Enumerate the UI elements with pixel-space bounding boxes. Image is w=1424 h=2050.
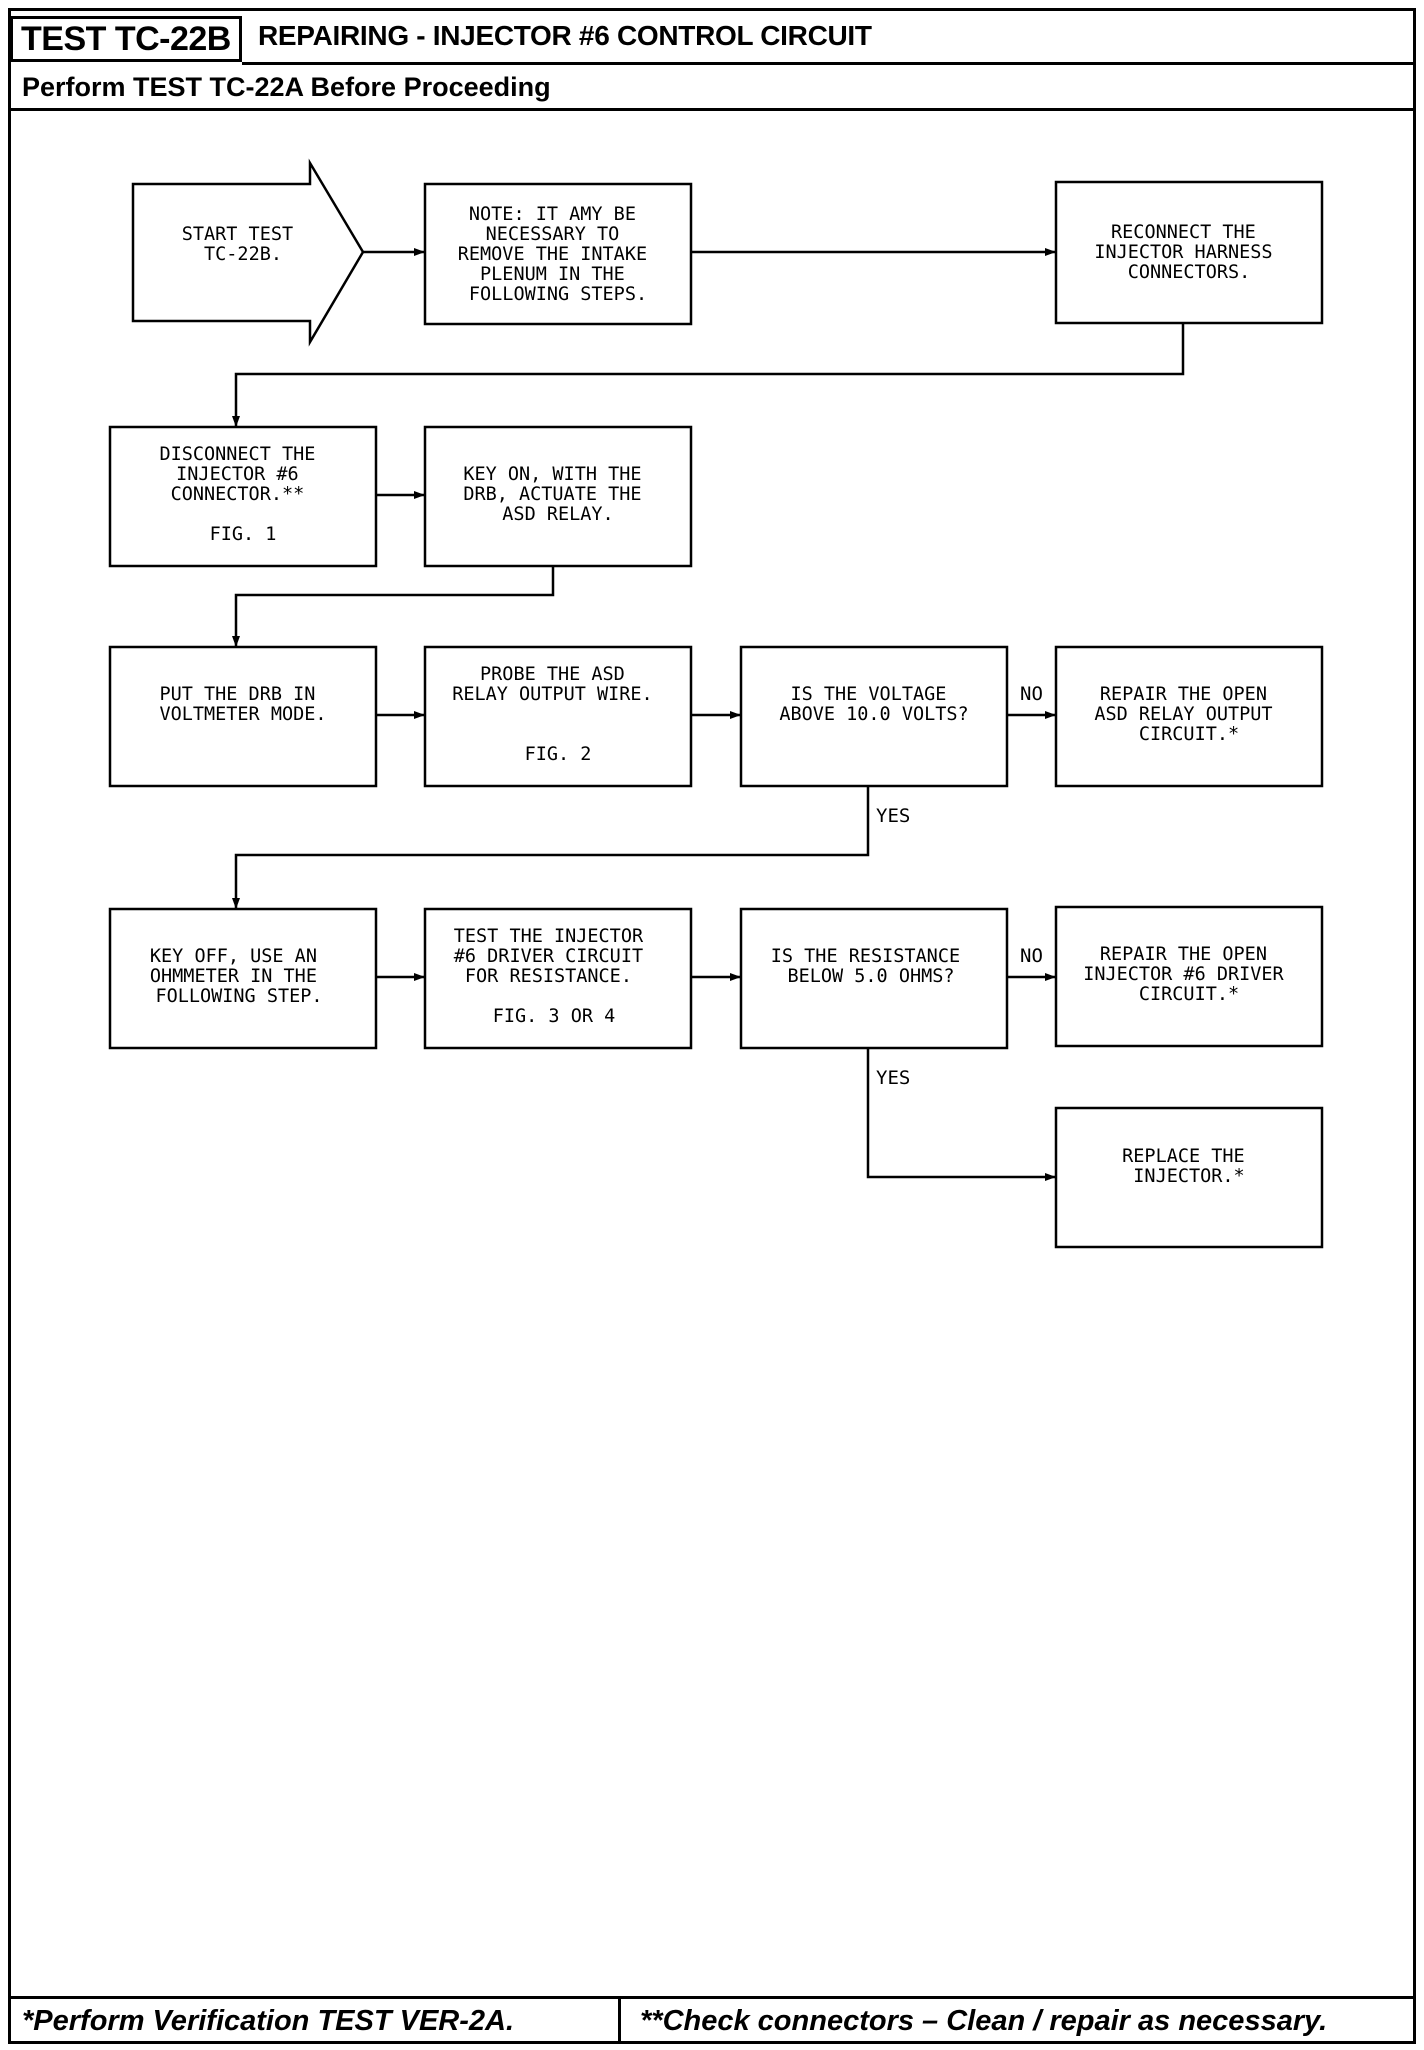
footnote-verification: *Perform Verification TEST VER-2A.	[22, 2005, 515, 2037]
page-title: REPAIRING - INJECTOR #6 CONTROL CIRCUIT	[258, 20, 872, 51]
label-yes-voltage: YES	[876, 805, 910, 827]
page-subtitle: Perform TEST TC-22A Before Proceeding	[22, 72, 551, 102]
label-no-voltage: NO	[1020, 683, 1043, 705]
title-divider	[242, 62, 1416, 65]
disconnect-text: DISCONNECT THE INJECTOR #6 CONNECTOR.** …	[159, 444, 326, 545]
connector-resistance-yes	[866, 1048, 1056, 1181]
key-on-box	[423, 425, 693, 568]
repair-asd-box	[1054, 645, 1324, 788]
footnote-connectors: **Check connectors – Clean / repair as n…	[640, 2005, 1328, 2037]
label-yes-resistance: YES	[876, 1067, 910, 1089]
header-divider	[8, 108, 1416, 111]
voltage-question-text: IS THE VOLTAGE ABOVE 10.0 VOLTS?	[779, 684, 968, 725]
connector-reconnect-disconnect	[232, 323, 1185, 427]
repair-asd-text: REPAIR THE OPEN ASD RELAY OUTPUT CIRCUIT…	[1094, 684, 1283, 745]
page-border	[8, 8, 1416, 2044]
label-no-resistance: NO	[1020, 945, 1043, 967]
note-box	[423, 182, 693, 326]
disconnect-box	[108, 425, 378, 568]
footer-divider	[8, 1996, 1416, 1999]
connector-keyon-putdrb	[232, 566, 555, 647]
start-text: START TEST TC-22B.	[182, 224, 305, 265]
key-off-box	[108, 907, 378, 1050]
probe-text: PROBE THE ASD RELAY OUTPUT WIRE. FIG. 2	[452, 664, 664, 765]
test-id-label: TEST TC-22B	[10, 16, 242, 62]
key-on-text: KEY ON, WITH THE DRB, ACTUATE THE ASD RE…	[463, 464, 652, 525]
put-drb-box	[108, 645, 378, 788]
probe-box	[423, 645, 693, 788]
voltage-question-box	[739, 645, 1009, 788]
test-injector-box	[423, 907, 693, 1050]
test-injector-text: TEST THE INJECTOR #6 DRIVER CIRCUIT FOR …	[454, 926, 655, 1027]
repair-driver-text: REPAIR THE OPEN INJECTOR #6 DRIVER CIRCU…	[1083, 944, 1295, 1005]
note-text: NOTE: IT AMY BE NECESSARY TO REMOVE THE …	[458, 204, 659, 305]
start-arrow-shape	[131, 158, 365, 347]
put-drb-text: PUT THE DRB IN VOLTMETER MODE.	[159, 684, 326, 725]
replace-text: REPLACE THE INJECTOR.*	[1122, 1146, 1256, 1187]
resistance-question-text: IS THE RESISTANCE BELOW 5.0 OHMS?	[771, 946, 972, 987]
reconnect-text: RECONNECT THE INJECTOR HARNESS CONNECTOR…	[1094, 222, 1283, 283]
resistance-question-box	[739, 907, 1009, 1050]
connector-voltage-yes	[232, 786, 870, 909]
key-off-text: KEY OFF, USE AN OHMMETER IN THE FOLLOWIN…	[150, 946, 328, 1007]
footer-split	[618, 1996, 621, 2044]
